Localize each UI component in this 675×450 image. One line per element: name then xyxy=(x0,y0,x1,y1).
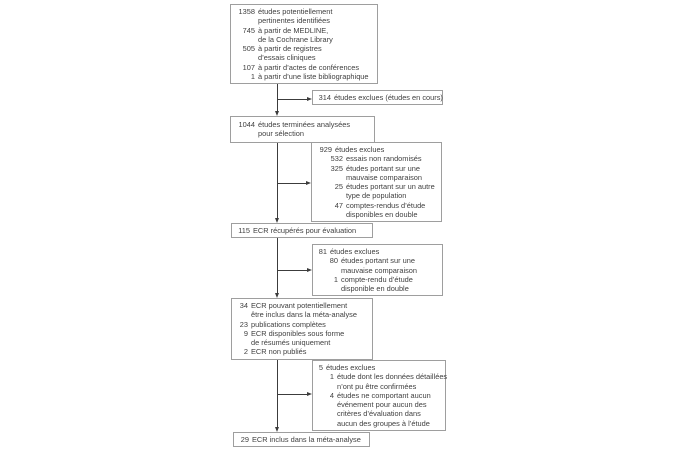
item-count: 1 xyxy=(333,274,338,284)
item-count: 1044 xyxy=(238,120,255,129)
item-label: publications complètes xyxy=(251,319,326,329)
item-count: 81 xyxy=(318,247,327,256)
item-label: à partir d’actes de conférences xyxy=(258,62,360,72)
item-count: 929 xyxy=(319,145,332,154)
item-count: 47 xyxy=(334,200,343,210)
item-label: essais non randomisés xyxy=(346,154,422,164)
item-label: ECR non publiés xyxy=(251,347,307,357)
item-count: 314 xyxy=(318,93,331,102)
item-count: 107 xyxy=(242,62,255,72)
flow-line-retrieved-to-potential xyxy=(277,236,278,293)
item-count: 745 xyxy=(242,25,255,35)
item-count: 23 xyxy=(239,319,248,329)
arrow-right-icon xyxy=(307,268,312,272)
flow-branch-excluded-evaluation xyxy=(277,270,307,271)
item-count: 29 xyxy=(240,435,249,444)
item-label: études exclues (études en cours) xyxy=(334,93,443,102)
item-label: à partir de MEDLINE,de la Cochrane Libra… xyxy=(258,25,333,44)
flow-branch-excluded-final xyxy=(277,394,307,395)
item-label: études exclues xyxy=(326,363,376,372)
item-count: 2 xyxy=(243,347,248,357)
arrow-down-icon xyxy=(275,111,279,116)
arrow-right-icon xyxy=(306,181,311,185)
arrow-down-icon xyxy=(275,218,279,223)
item-count: 4 xyxy=(329,390,334,400)
item-label: études exclues xyxy=(335,145,385,154)
item-count: 115 xyxy=(238,226,250,235)
arrow-down-icon xyxy=(275,293,279,298)
arrow-right-icon xyxy=(307,97,312,101)
item-label: ECR récupérés pour évaluation xyxy=(253,226,357,235)
item-count: 9 xyxy=(243,328,248,338)
item-label: ECR inclus dans la méta-analyse xyxy=(252,435,361,444)
arrow-right-icon xyxy=(307,392,312,396)
item-count: 325 xyxy=(330,163,343,173)
item-count: 5 xyxy=(318,363,323,372)
item-count: 1358 xyxy=(238,7,255,16)
flow-branch-excluded-ongoing xyxy=(277,99,307,100)
item-label: études exclues xyxy=(330,247,380,256)
flow-line-identified-to-analyzed xyxy=(277,72,278,111)
item-count: 1 xyxy=(329,372,334,382)
item-count: 25 xyxy=(334,182,343,192)
item-count: 80 xyxy=(329,256,338,266)
arrow-down-icon xyxy=(275,427,279,432)
flow-line-potential-to-included xyxy=(277,350,278,427)
flow-line-analyzed-to-retrieved xyxy=(277,134,278,218)
item-count: 532 xyxy=(330,154,343,164)
item-label: à partir d’une liste bibliographique xyxy=(258,72,369,82)
item-count: 505 xyxy=(242,44,255,54)
flow-branch-excluded-selection xyxy=(277,183,306,184)
item-count: 34 xyxy=(239,301,248,310)
item-count: 1 xyxy=(250,72,255,82)
